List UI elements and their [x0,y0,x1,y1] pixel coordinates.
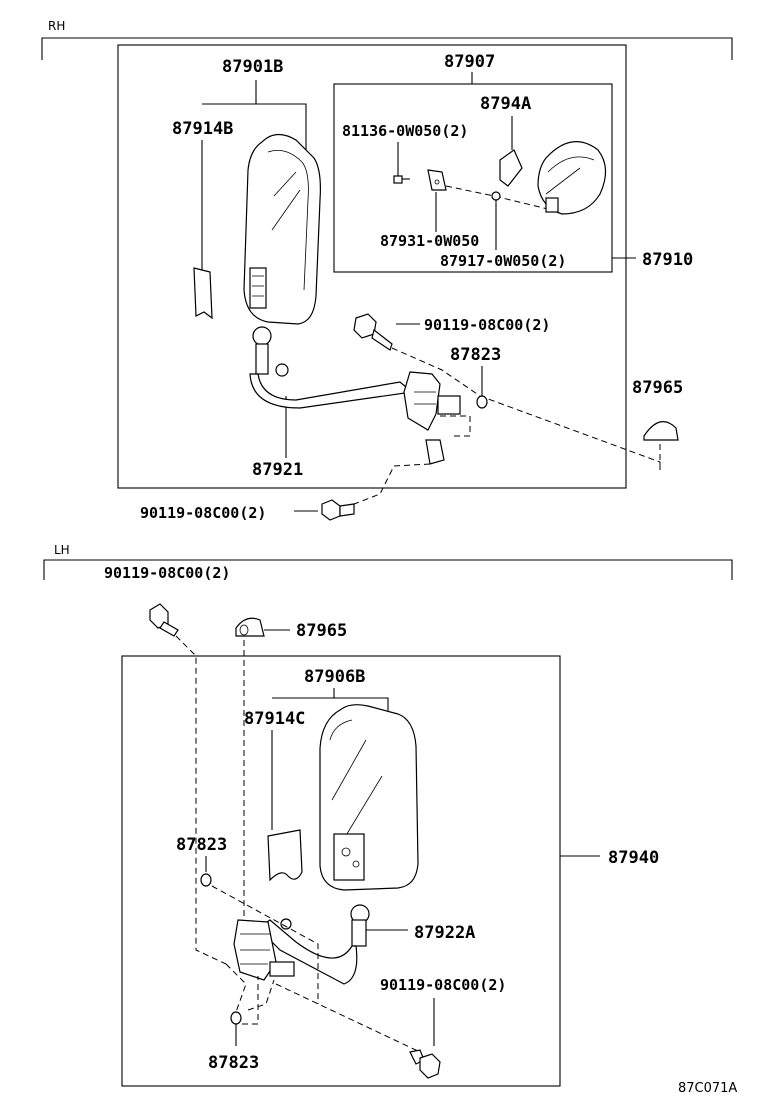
rh-section: RH 87901B 87914B 87907 8794A 81136-0W050… [41,19,733,522]
lh-assembly-box [121,655,561,1087]
label-8794a: 8794A [480,94,531,114]
arm-87921 [249,326,471,509]
mirror-head-lh [319,704,419,891]
label-87940: 87940 [608,848,659,868]
rh-subassembly-box [333,83,613,273]
bolt-upper-lh [149,603,227,965]
label-87965: 87965 [632,378,683,398]
bolt-lower-lh [409,1049,441,1079]
label-87914b: 87914B [172,119,233,139]
washer-87823-rh [476,395,488,409]
bracket-87931 [427,169,553,211]
label-90119-lh-lower: 90119-08C00(2) [380,976,506,994]
label-87823-lh-lower: 87823 [208,1053,259,1073]
cover-87914c [267,829,303,882]
cap-87965-rh [643,421,679,470]
bracket-87906b [272,697,389,712]
lh-section: LH 90119-08C00(2) 87965 87906B 87914C 87… [43,543,733,1087]
label-87922a: 87922A [414,923,475,943]
diagram-code: 87C071A [678,1081,737,1096]
plate-8794a [499,149,523,187]
rh-assembly-box [117,44,627,489]
label-87901b: 87901B [222,57,283,77]
label-87823-lh-upper: 87823 [176,835,227,855]
lh-bracket [43,559,733,580]
bolt-lower-rh [321,499,355,521]
cap-87965-lh [235,617,265,916]
mirror-head-rh [243,133,321,325]
mirror-motor-rh [537,141,607,215]
arm-87922a [211,885,421,1053]
bracket-87901b [202,103,307,156]
rh-bracket [41,37,733,60]
label-87921: 87921 [252,460,303,480]
label-87931: 87931-0W050 [380,232,479,250]
label-87906b: 87906B [304,667,365,687]
label-87965-lh: 87965 [296,621,347,641]
label-90119-upper: 90119-08C00(2) [424,316,550,334]
label-90119-lower: 90119-08C00(2) [140,504,266,522]
screw-81136 [393,175,410,184]
cover-87914b [193,267,213,320]
label-87907: 87907 [444,52,495,72]
label-90119-lh-upper: 90119-08C00(2) [104,564,230,582]
washer-87917 [491,191,501,201]
washer-87823-lh-upper [200,873,212,887]
rh-label: RH [48,19,65,33]
label-87914c: 87914C [244,709,305,729]
washer-87823-lh-lower [230,1011,242,1025]
lh-label: LH [54,543,70,557]
label-87823: 87823 [450,345,501,365]
label-87910: 87910 [642,250,693,270]
label-87917: 87917-0W050(2) [440,252,566,270]
label-81136: 81136-0W050(2) [342,122,468,140]
